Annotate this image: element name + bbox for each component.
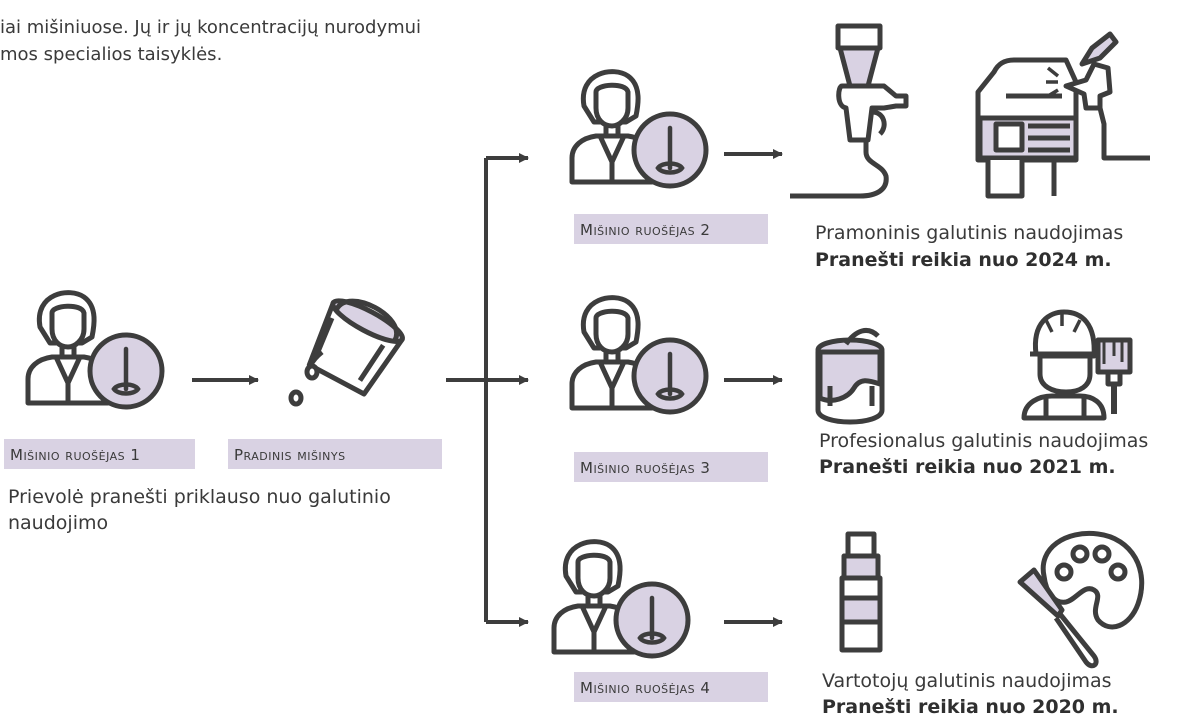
consumer-use-title: Vartotojų galutinis naudojimas <box>822 670 1112 692</box>
car-spray-icon <box>975 31 1150 199</box>
person-mixer-icon <box>572 298 706 412</box>
mixer4-label: Mišinio ruošėjas 4 <box>574 672 768 702</box>
intro-line-1: iai mišiniuose. Jų ir jų koncentracijų n… <box>0 17 422 38</box>
person-mixer-icon <box>28 293 162 407</box>
spray-gun-icon <box>790 23 909 199</box>
person-mixer-icon <box>572 72 706 186</box>
mixer1-note-line-2: naudojimo <box>8 512 109 534</box>
initial-mixture-label: Pradinis mišinys <box>228 439 442 469</box>
palette-icon <box>1017 530 1145 669</box>
mixer3-label: Mišinio ruošėjas 3 <box>574 452 768 482</box>
mixer1-label: Mišinio ruošėjas 1 <box>4 439 195 469</box>
painter-worker-icon <box>1021 309 1133 421</box>
professional-deadline: Pranešti reikia nuo 2021 m. <box>819 456 1116 478</box>
professional-use-title: Profesionalus galutinis naudojimas <box>819 430 1149 452</box>
mixer2-label: Mišinio ruošėjas 2 <box>574 214 768 244</box>
industrial-use-title: Pramoninis galutinis naudojimas <box>815 222 1124 244</box>
intro-line-2: mos specialios taisyklės. <box>0 44 223 65</box>
paint-can-icon <box>815 327 885 425</box>
paint-bucket-icon <box>288 298 405 407</box>
industrial-deadline: Pranešti reikia nuo 2024 m. <box>815 249 1112 271</box>
person-mixer-icon <box>554 542 688 656</box>
connector-lines <box>192 149 783 627</box>
mixer1-note-line-1: Prievolė pranešti priklauso nuo galutini… <box>8 486 391 508</box>
paint-tube-icon <box>839 531 883 653</box>
consumer-deadline: Pranešti reikia nuo 2020 m. <box>822 696 1119 718</box>
